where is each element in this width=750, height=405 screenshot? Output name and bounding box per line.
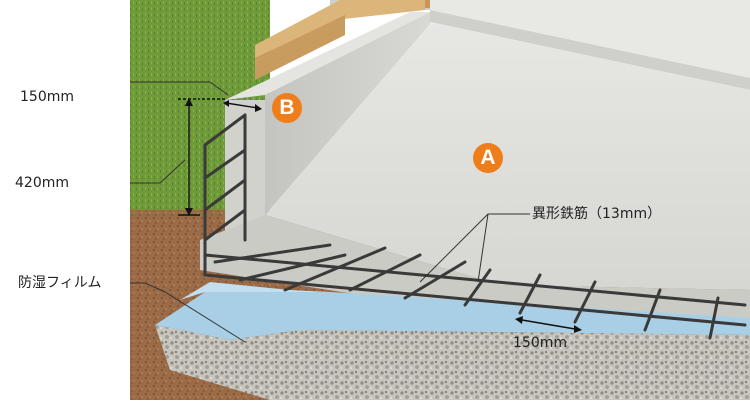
gravel-bed: [155, 325, 750, 400]
moisture-film: [155, 292, 750, 340]
slab-rebar: [203, 243, 747, 340]
badge-a: A: [473, 143, 503, 173]
inner-wall: [265, 12, 430, 215]
thickness-dimension: [202, 98, 262, 112]
rebar-label: 異形鉄筋（13mm）: [532, 206, 662, 222]
wood-sill: [255, 0, 425, 58]
height-dimension: [178, 98, 200, 216]
spacing-dimension: [515, 316, 582, 333]
wall-rebar: [203, 113, 247, 277]
height-label: 420mm: [15, 175, 69, 191]
thickness-label: 150mm: [20, 89, 74, 105]
film-label: 防湿フィルム: [18, 275, 102, 291]
back-wall: [330, 0, 750, 80]
badge-b: B: [272, 93, 302, 123]
spacing-label: 150mm: [513, 335, 567, 351]
floor-slab: [265, 22, 750, 290]
